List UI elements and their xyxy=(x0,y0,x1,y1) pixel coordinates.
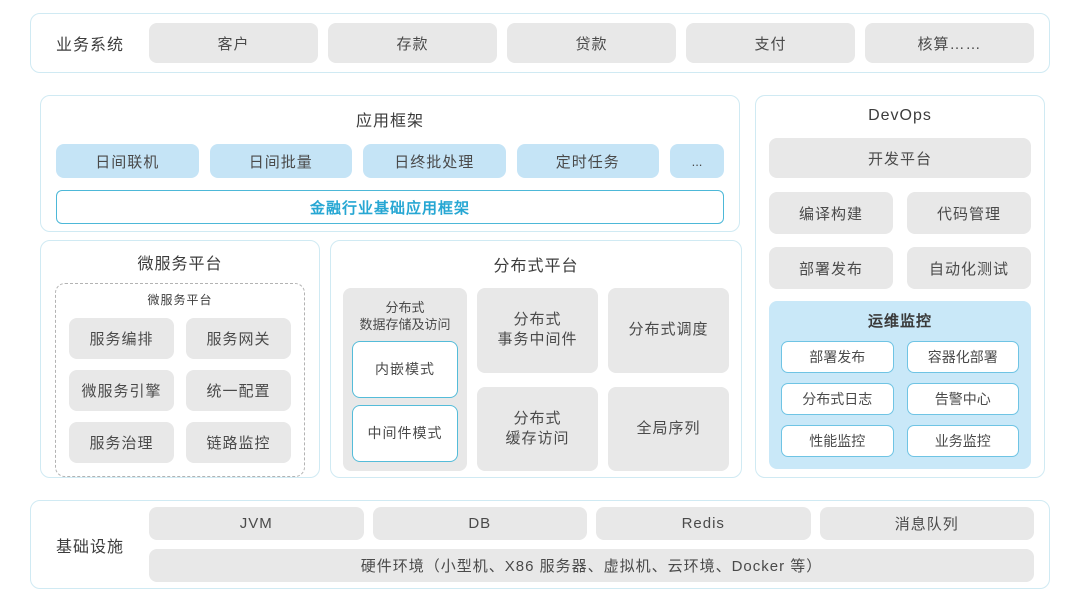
infrastructure-row: JVM DB Redis 消息队列 xyxy=(149,507,1034,540)
chip-service-gateway: 服务网关 xyxy=(186,318,291,359)
chip-business-monitoring: 业务监控 xyxy=(906,425,1019,457)
chip-message-queue: 消息队列 xyxy=(819,507,1034,540)
infrastructure-section: 基础设施 JVM DB Redis 消息队列 硬件环境（小型机、X86 服务器、… xyxy=(30,500,1050,589)
cell-line: 缓存访问 xyxy=(505,429,570,447)
devops-title: DevOps xyxy=(868,107,932,124)
chip-db: DB xyxy=(372,507,587,540)
microservice-grid: 服务编排 服务网关 微服务引擎 统一配置 服务治理 链路监控 xyxy=(69,318,291,463)
chip-service-orchestration: 服务编排 xyxy=(69,318,174,359)
distributed-storage-box: 分布式 数据存储及访问 内嵌模式 中间件模式 xyxy=(343,288,467,471)
app-framework-chips: 日间联机 日间批量 日终批处理 定时任务 ... xyxy=(56,144,724,178)
app-framework-title: 应用框架 xyxy=(355,113,424,130)
microservice-platform-section: 微服务平台 微服务平台 服务编排 服务网关 微服务引擎 统一配置 服务治理 链路… xyxy=(40,240,320,478)
chip-end-of-day-batch: 日终批处理 xyxy=(363,144,506,178)
chip-deploy-release: 部署发布 xyxy=(769,247,893,289)
microservice-inner-box: 微服务平台 服务编排 服务网关 微服务引擎 统一配置 服务治理 链路监控 xyxy=(55,283,305,477)
chip-service-governance: 服务治理 xyxy=(69,422,174,463)
distributed-col-middle: 分布式 事务中间件 分布式 缓存访问 xyxy=(477,288,598,471)
distributed-platform-section: 分布式平台 分布式 数据存储及访问 内嵌模式 中间件模式 分布式 事务中间件 分… xyxy=(330,240,742,478)
distributed-storage-line1: 分布式 xyxy=(385,300,425,315)
distributed-transaction-box: 分布式 事务中间件 xyxy=(477,288,598,373)
distributed-scheduler-box: 分布式调度 xyxy=(608,288,729,373)
infrastructure-stack: JVM DB Redis 消息队列 硬件环境（小型机、X86 服务器、虚拟机、云… xyxy=(149,507,1034,582)
chip-containerized-deployment: 容器化部署 xyxy=(906,341,1019,373)
chip-alert-center: 告警中心 xyxy=(906,383,1019,415)
chip-code-management: 代码管理 xyxy=(907,192,1031,234)
dev-platform-chip: 开发平台 xyxy=(769,138,1031,178)
ops-monitoring-panel: 运维监控 部署发布 容器化部署 分布式日志 告警中心 性能监控 业务监控 xyxy=(769,301,1031,469)
distributed-platform-title: 分布式平台 xyxy=(493,258,579,275)
cell-line: 分布式调度 xyxy=(628,321,709,339)
microservice-inner-title: 微服务平台 xyxy=(147,293,213,307)
chip-jvm: JVM xyxy=(149,507,364,540)
app-framework-section: 应用框架 日间联机 日间批量 日终批处理 定时任务 ... 金融行业基础应用框架 xyxy=(40,95,740,232)
chip-daytime-online: 日间联机 xyxy=(56,144,199,178)
microservice-platform-title: 微服务平台 xyxy=(137,256,223,273)
distributed-col-right: 分布式调度 全局序列 xyxy=(608,288,729,471)
embedded-mode-box: 内嵌模式 xyxy=(352,340,458,398)
ops-monitoring-grid: 部署发布 容器化部署 分布式日志 告警中心 性能监控 业务监控 xyxy=(781,341,1019,457)
chip-performance-monitoring: 性能监控 xyxy=(781,425,894,457)
finance-base-framework: 金融行业基础应用框架 xyxy=(56,190,724,224)
middleware-mode-box: 中间件模式 xyxy=(352,404,458,462)
biz-chip-loan: 贷款 xyxy=(507,23,676,63)
chip-redis: Redis xyxy=(596,507,811,540)
biz-chip-customer: 客户 xyxy=(149,23,318,63)
biz-chip-deposit: 存款 xyxy=(328,23,497,63)
cell-line: 事务中间件 xyxy=(497,331,578,349)
cell-line: 分布式 xyxy=(513,311,562,328)
biz-chip-accounting: 核算…… xyxy=(865,23,1034,63)
chip-microservice-engine: 微服务引擎 xyxy=(69,370,174,411)
distributed-storage-line2: 数据存储及访问 xyxy=(359,316,451,332)
chip-more: ... xyxy=(670,144,724,178)
chip-daytime-batch: 日间批量 xyxy=(209,144,352,178)
business-systems-label: 业务系统 xyxy=(55,37,124,54)
business-systems-bar: 业务系统 客户 存款 贷款 支付 核算…… xyxy=(30,13,1050,73)
chip-unified-config: 统一配置 xyxy=(186,370,291,411)
global-sequence-box: 全局序列 xyxy=(608,386,729,471)
distributed-grid: 分布式 数据存储及访问 内嵌模式 中间件模式 分布式 事务中间件 分布式 缓存访… xyxy=(343,288,729,471)
cell-line: 分布式 xyxy=(513,409,562,427)
chip-automated-testing: 自动化测试 xyxy=(907,247,1031,289)
chip-distributed-logging: 分布式日志 xyxy=(781,383,894,415)
distributed-cache-box: 分布式 缓存访问 xyxy=(477,386,598,471)
devops-tools-grid: 编译构建 代码管理 部署发布 自动化测试 xyxy=(769,192,1031,289)
infrastructure-label: 基础设施 xyxy=(55,538,124,556)
chip-ops-deploy-release: 部署发布 xyxy=(781,341,894,373)
biz-chip-payment: 支付 xyxy=(686,23,855,63)
chip-trace-monitoring: 链路监控 xyxy=(186,422,291,463)
distributed-storage-label: 分布式 数据存储及访问 xyxy=(352,300,458,334)
chip-scheduled-task: 定时任务 xyxy=(516,144,659,178)
chip-compile-build: 编译构建 xyxy=(769,192,893,234)
business-systems-row: 客户 存款 贷款 支付 核算…… xyxy=(149,23,1034,63)
hardware-environment-chip: 硬件环境（小型机、X86 服务器、虚拟机、云环境、Docker 等） xyxy=(149,549,1034,582)
devops-section: DevOps 开发平台 编译构建 代码管理 部署发布 自动化测试 运维监控 部署… xyxy=(755,95,1045,478)
ops-monitoring-title: 运维监控 xyxy=(867,313,932,330)
cell-line: 全局序列 xyxy=(636,419,701,437)
